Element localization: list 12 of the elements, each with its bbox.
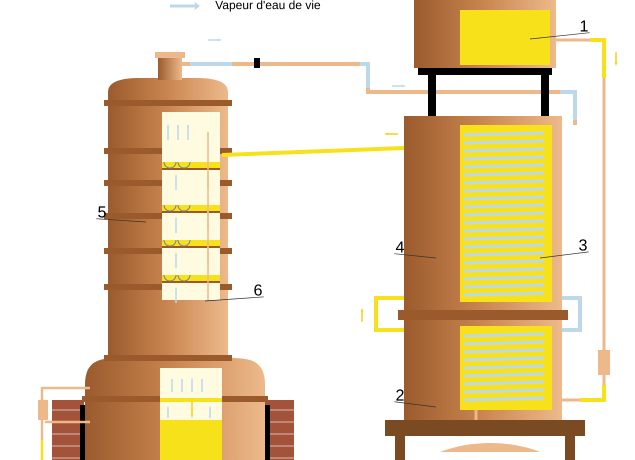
callout-number: 3	[579, 239, 587, 251]
leader-line	[96, 218, 146, 222]
callout-number: 2	[396, 389, 404, 401]
leader-line	[540, 252, 589, 258]
leader-line	[394, 253, 436, 258]
leader-line	[530, 32, 590, 40]
callout-number: 4	[396, 242, 404, 252]
callout-number: 6	[254, 284, 262, 296]
legend-label: Vapeur d'eau de vie	[215, 0, 320, 12]
leader-line	[204, 296, 264, 302]
callout-number: 5	[98, 206, 106, 218]
callout-number: 1	[580, 20, 588, 32]
